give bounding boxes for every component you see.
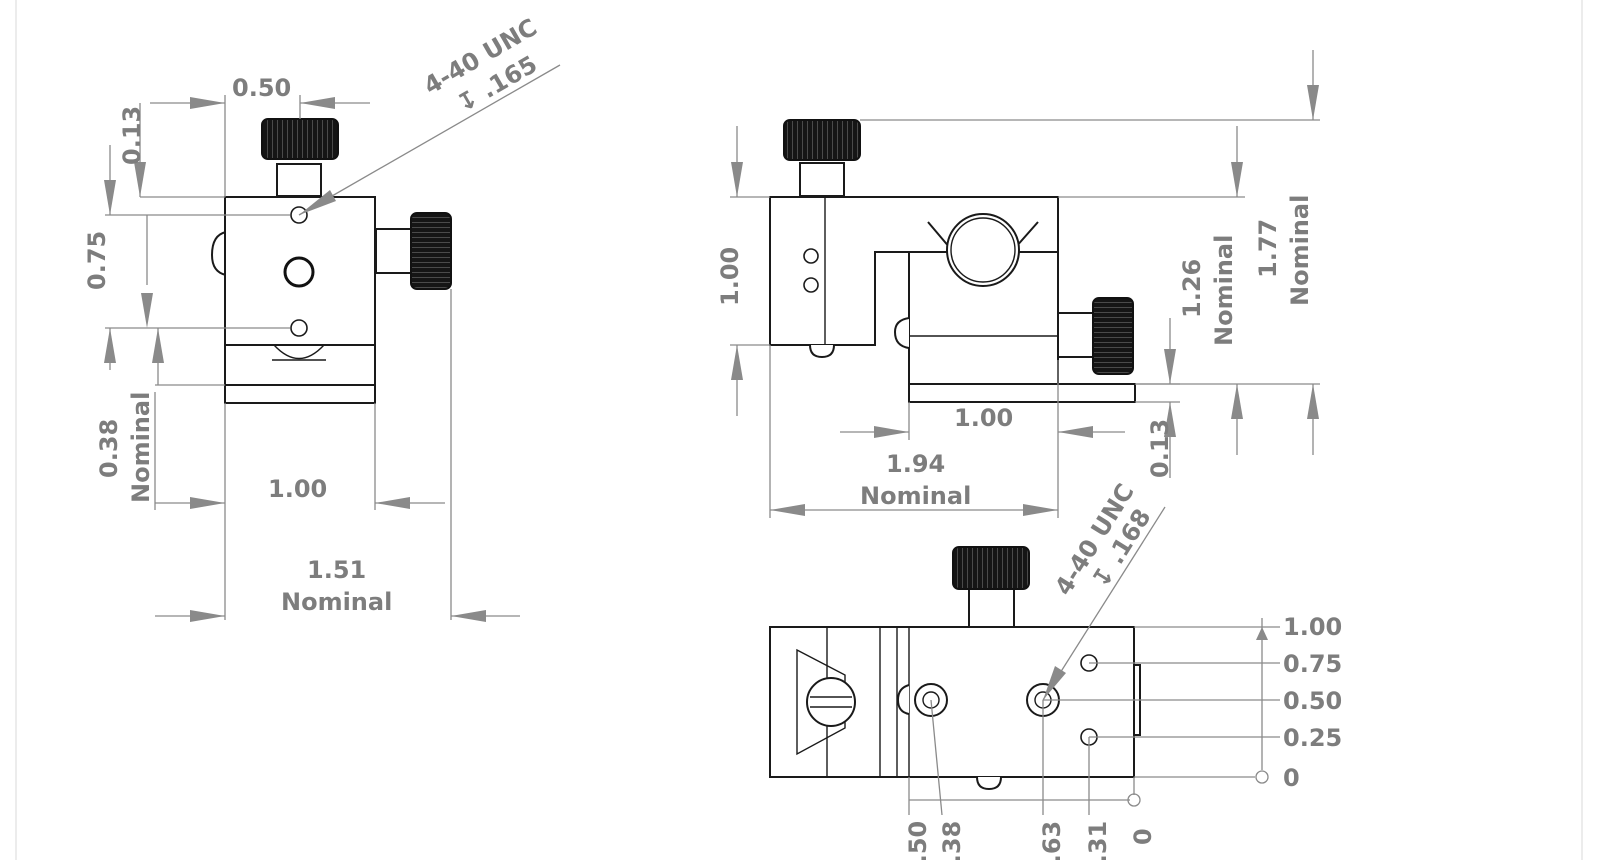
- top-y-tick-3: 0.50: [1283, 687, 1342, 715]
- side-dim-base-width: 1.00: [954, 404, 1013, 432]
- top-x-tick-2: 1.38: [938, 821, 966, 860]
- side-side-knob: [1092, 297, 1134, 375]
- side-view: 1.00 1.00 1.94 Nominal 0.13 1.26 Nominal…: [716, 50, 1320, 518]
- front-dim-width: 1.00: [268, 475, 327, 503]
- top-x-tick-4: 0.31: [1084, 821, 1112, 860]
- side-dim-height: 1.00: [716, 247, 744, 306]
- top-y-tick-1: 1.00: [1283, 613, 1342, 641]
- front-base-plate: [224, 384, 376, 404]
- top-y-tick-5: 0: [1283, 764, 1300, 792]
- front-dim-height-top: 0.13: [118, 106, 146, 165]
- front-dim-base: 0.38: [95, 419, 123, 478]
- front-top-knob: [261, 118, 339, 160]
- side-dim-total-nominal: Nominal: [1286, 195, 1314, 306]
- front-dim-overall: 1.51: [307, 556, 366, 584]
- front-lower-block: [224, 344, 376, 386]
- top-x-tick-1: 1.50: [904, 821, 932, 860]
- side-knob-shaft: [799, 162, 845, 197]
- front-left-ear: [210, 231, 227, 276]
- front-center-hole: [283, 256, 315, 288]
- top-x-tick-5: 0: [1129, 828, 1157, 845]
- front-side-knob: [410, 212, 452, 290]
- side-optic-ring: [946, 213, 1020, 287]
- front-dim-overall-nominal: Nominal: [281, 588, 392, 616]
- side-base-plate: [908, 383, 1136, 403]
- front-side-knob-shaft: [375, 228, 414, 274]
- front-view: 0.50 0.13 0.75 0.38 Nominal 1.00 1.51 No…: [83, 13, 561, 622]
- side-dim-total-height: 1.77: [1254, 219, 1282, 278]
- side-dim-thickness: 0.13: [1146, 419, 1174, 478]
- top-view: 4-40 UNC ↧ .168 1.00 0.75 0.50 0.25 0 1.…: [769, 479, 1342, 860]
- front-dim-width-top: 0.50: [232, 74, 291, 102]
- side-dim-mid-nominal: Nominal: [1210, 235, 1238, 346]
- front-dim-hole-spacing: 0.75: [83, 231, 111, 290]
- front-slot: [273, 344, 325, 360]
- front-dim-base-nominal: Nominal: [127, 392, 155, 503]
- top-y-tick-2: 0.75: [1283, 650, 1342, 678]
- side-dim-overall-nominal: Nominal: [860, 482, 971, 510]
- front-knob-shaft: [276, 163, 322, 197]
- top-y-tick-4: 0.25: [1283, 724, 1342, 752]
- side-dim-mid-height: 1.26: [1178, 259, 1206, 318]
- side-top-knob: [783, 119, 861, 161]
- top-view-knob: [952, 546, 1030, 590]
- side-dim-overall: 1.94: [886, 450, 945, 478]
- top-x-tick-3: 0.63: [1038, 821, 1066, 860]
- front-tapped-hole-bottom: [290, 319, 308, 337]
